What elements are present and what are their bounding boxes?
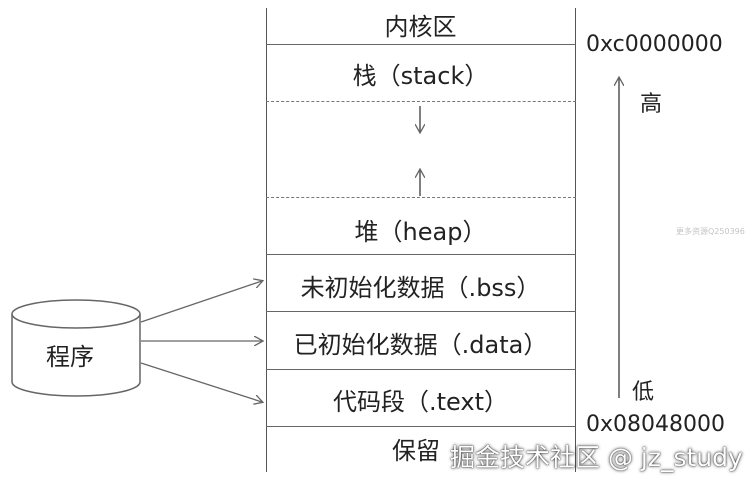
- divider-text-reserved: [266, 426, 576, 427]
- memory-column-left-border: [266, 8, 267, 472]
- program-cylinder-icon: [11, 299, 141, 397]
- segment-text: 代码段（.text）: [333, 387, 508, 416]
- divider-heap-dashed: [266, 197, 576, 198]
- segment-heap: 堆（heap）: [354, 217, 487, 246]
- divider-data-text: [266, 369, 576, 370]
- address-low: 0x08048000: [586, 412, 725, 437]
- segment-kernel: 内核区: [384, 12, 457, 41]
- load-arrow-bss-icon: [140, 281, 262, 323]
- program-label: 程序: [46, 343, 94, 371]
- divider-bss-data: [266, 311, 576, 312]
- segment-data: 已初始化数据（.data）: [293, 330, 548, 359]
- address-high: 0xc0000000: [586, 32, 723, 57]
- direction-low-label: 低: [632, 380, 655, 405]
- bottom-watermark: 掘金技术社区 @ jz_study: [450, 443, 743, 472]
- load-arrow-text-icon: [140, 362, 262, 402]
- segment-bss: 未初始化数据（.bss）: [300, 273, 541, 302]
- segment-reserved: 保留: [392, 436, 440, 465]
- side-watermark: 更多资源Q250396: [676, 227, 745, 236]
- segment-stack: 栈（stack）: [352, 61, 489, 90]
- memory-column-right-border: [575, 8, 576, 472]
- divider-stack-dashed: [266, 101, 576, 102]
- divider-kernel-stack: [266, 44, 576, 45]
- direction-high-label: 高: [640, 92, 663, 117]
- divider-heap-bss: [266, 254, 576, 255]
